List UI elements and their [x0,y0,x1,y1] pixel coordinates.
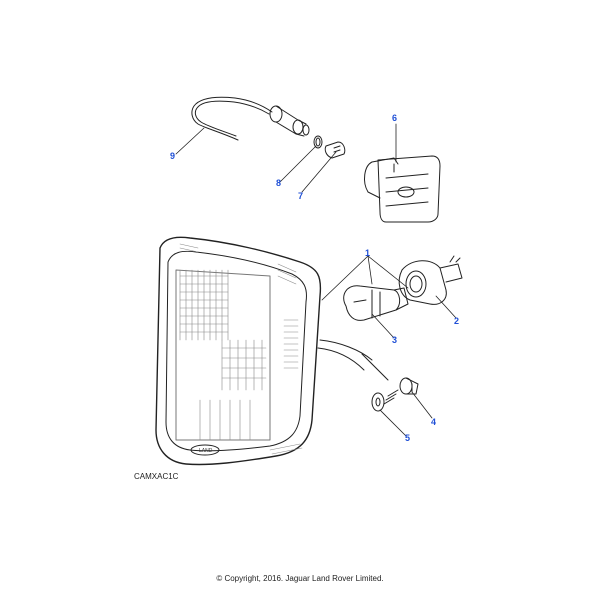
screw-icon [383,377,419,405]
lamp-lens-icon [155,236,389,466]
washer-icon [371,392,385,412]
callout-4: 4 [431,417,436,427]
side-repeater-icon [364,155,441,223]
wedge-bulb-icon [324,141,346,159]
callout-8: 8 [276,178,281,188]
copyright-notice: © Copyright, 2016. Jaguar Land Rover Lim… [216,574,384,583]
bulb-holder-icon [398,255,463,305]
callout-3: 3 [392,335,397,345]
callout-9: 9 [170,151,175,161]
callout-2: 2 [454,316,459,326]
bulb-icon [343,285,409,321]
callout-7: 7 [298,191,303,201]
callout-6: 6 [392,113,397,123]
wiring-harness-icon [191,96,310,141]
callout-1: 1 [365,248,370,258]
seal-ring-icon [313,135,323,149]
diagram-code: CAMXAC1C [134,472,179,481]
callout-5: 5 [405,433,410,443]
lens-badge-text: LAND [199,448,213,454]
